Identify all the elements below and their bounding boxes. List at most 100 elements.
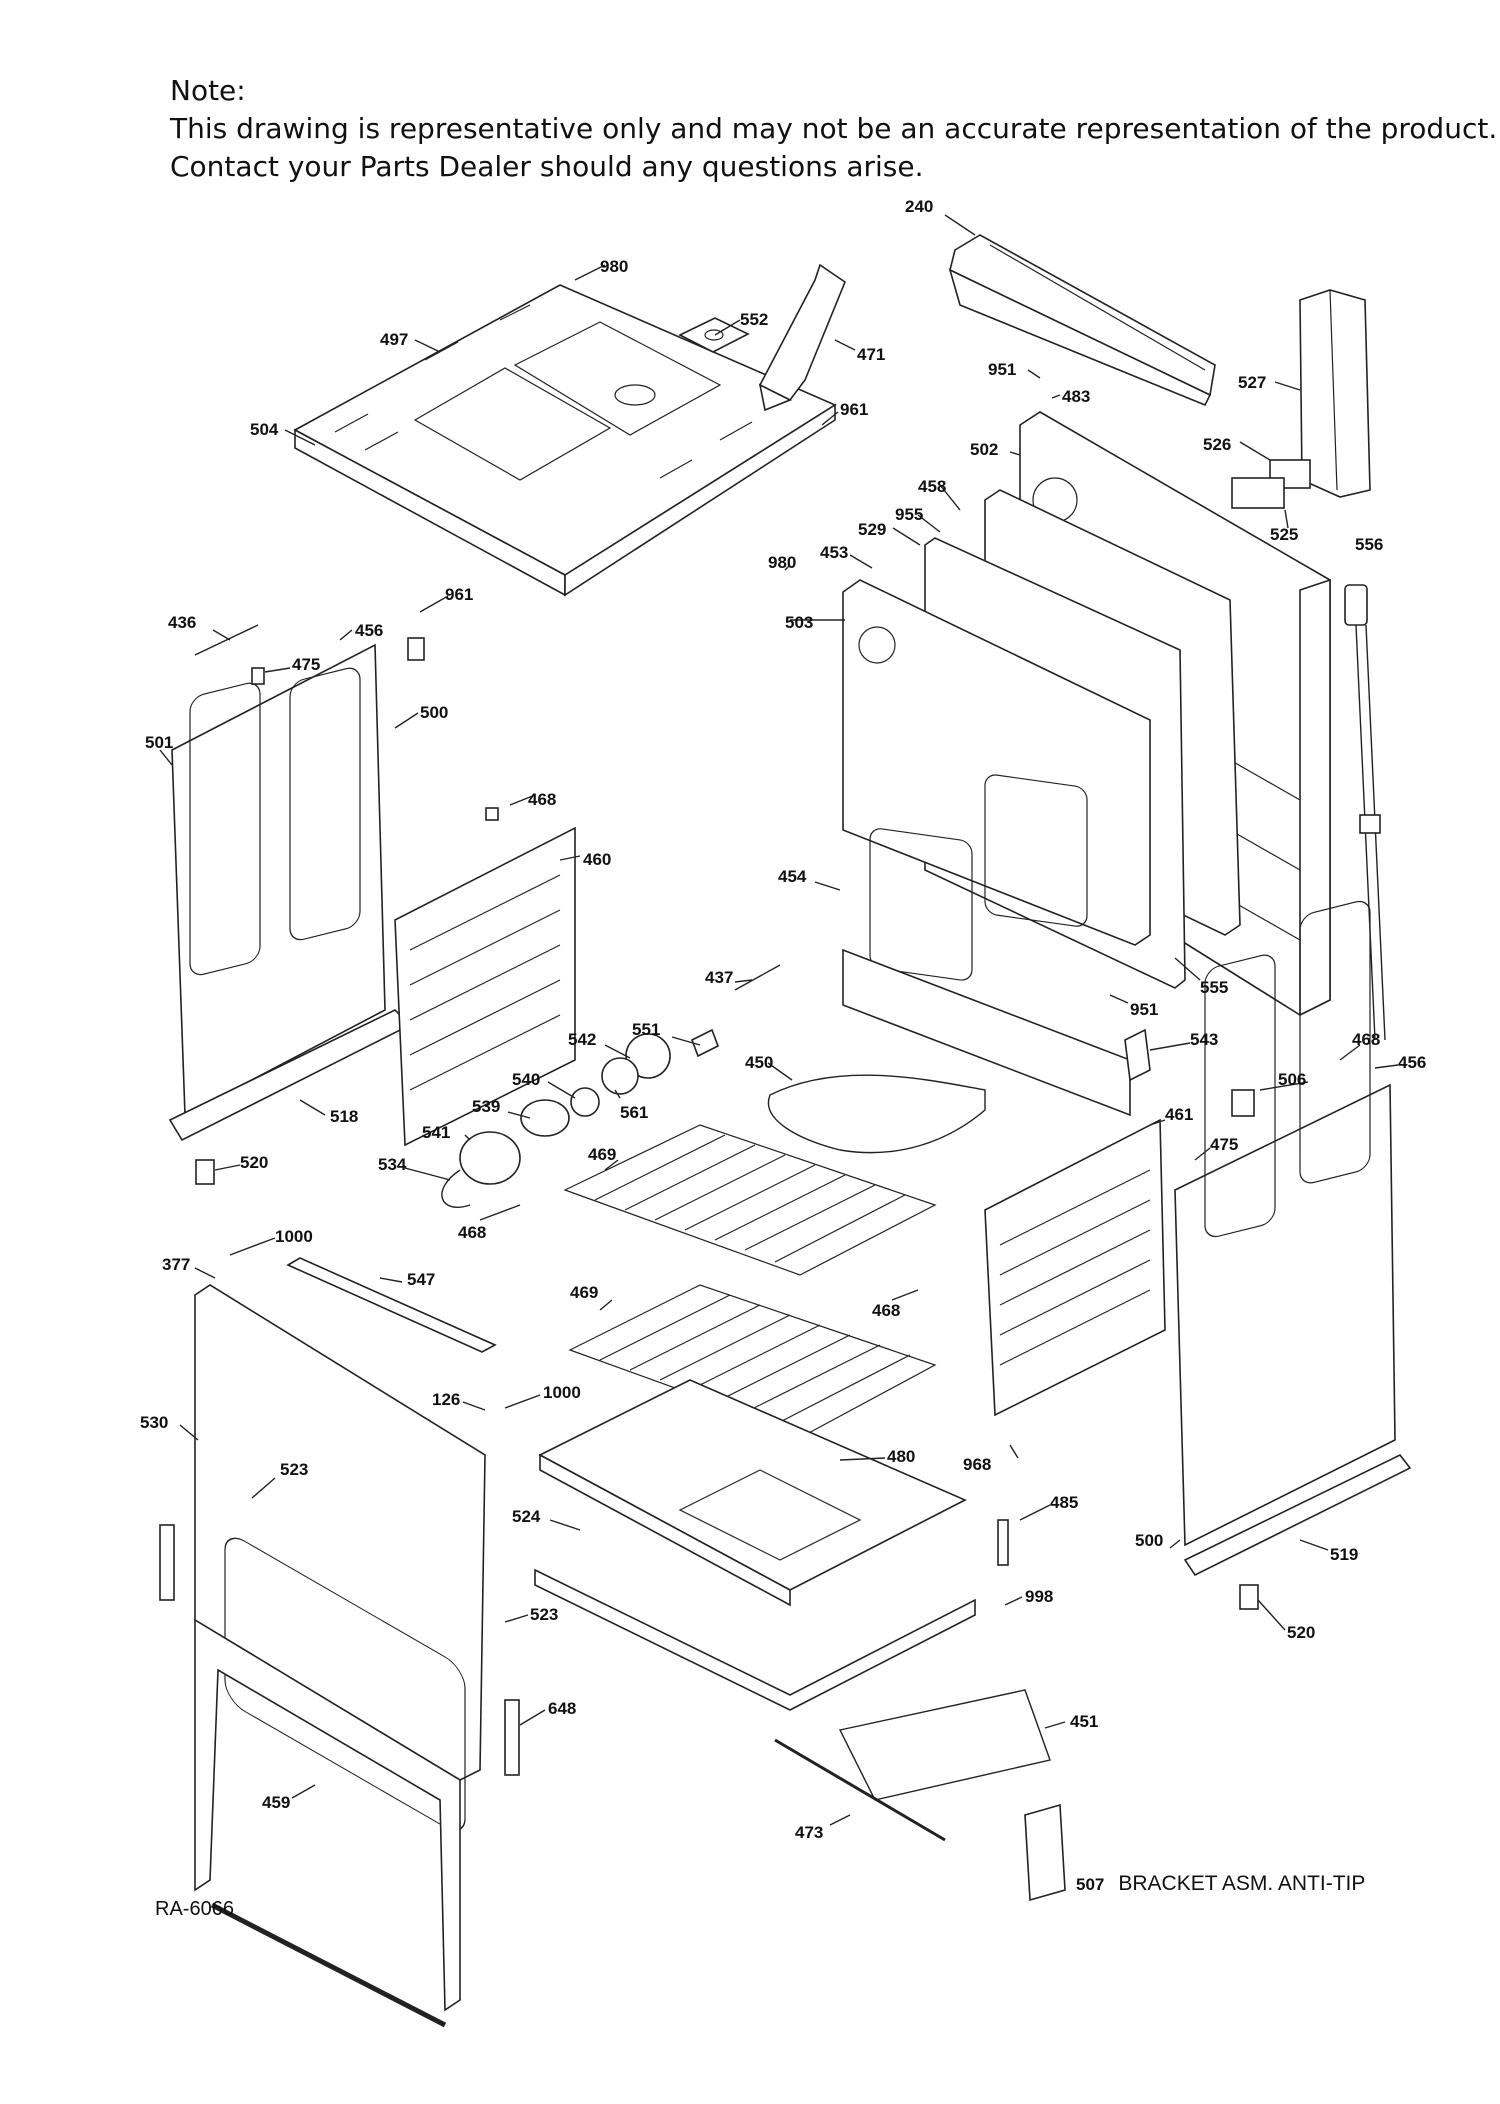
part-label-437: 437 xyxy=(705,968,733,987)
socket-540-drawing xyxy=(570,1087,600,1117)
oven-rack-lower-drawing xyxy=(568,1284,937,1436)
part-label-469-b: 469 xyxy=(570,1283,598,1302)
part-label-519: 519 xyxy=(1330,1545,1358,1564)
note-line-2: Contact your Parts Dealer should any que… xyxy=(170,150,924,183)
part-label-469: 469 xyxy=(588,1145,616,1164)
wire-534-drawing xyxy=(441,1169,471,1208)
note-heading: Note: xyxy=(170,74,246,107)
part-label-561: 561 xyxy=(620,1103,648,1122)
vent-trim-drawing xyxy=(948,234,1216,407)
left-side-panel-drawing xyxy=(171,643,386,1117)
part-label-518: 518 xyxy=(330,1107,358,1126)
part-label-955: 955 xyxy=(895,505,923,524)
part-label-529: 529 xyxy=(858,520,886,539)
part-label-504: 504 xyxy=(250,420,279,439)
part-label-520: 520 xyxy=(240,1153,268,1172)
part-label-461: 461 xyxy=(1165,1105,1193,1124)
part-label-450: 450 xyxy=(745,1053,773,1072)
part-label-648: 648 xyxy=(548,1699,576,1718)
part-label-1000-b: 1000 xyxy=(543,1383,581,1402)
insulation-454-drawing xyxy=(842,948,1131,1117)
part-label-468: 468 xyxy=(528,790,556,809)
part-label-543: 543 xyxy=(1190,1030,1218,1049)
lens-541-drawing xyxy=(459,1131,521,1185)
pad-hole xyxy=(704,329,724,341)
part-label-502: 502 xyxy=(970,440,998,459)
part-label-468-b: 468 xyxy=(1352,1030,1380,1049)
rail-519-drawing xyxy=(1183,1453,1412,1577)
drawer-480-drawing xyxy=(538,1379,967,1607)
part-label-961: 961 xyxy=(840,400,868,419)
note-line-1: This drawing is representative only and … xyxy=(170,112,1498,145)
diagram-code: RA-6066 xyxy=(155,1898,234,1920)
drawer-bottom-524-drawing xyxy=(534,1568,976,1711)
part-485-drawing xyxy=(997,1519,1009,1566)
rod-437-drawing xyxy=(734,964,781,991)
part-label-500: 500 xyxy=(420,703,448,722)
part-label-458: 458 xyxy=(918,477,946,496)
part-label-506: 506 xyxy=(1278,1070,1306,1089)
disclaimer-note: Note: This drawing is representative onl… xyxy=(170,72,1497,186)
rack-guide-left-drawing xyxy=(394,826,576,1147)
part-label-551: 551 xyxy=(632,1020,660,1039)
power-cord-556-drawing xyxy=(1344,584,1386,1041)
bracket-543-drawing xyxy=(1124,1028,1151,1082)
part-label-501: 501 xyxy=(145,733,173,752)
part-label-961-b: 961 xyxy=(445,585,473,604)
part-475-clip xyxy=(251,667,265,685)
part-961-block xyxy=(407,637,425,661)
right-side-panel-drawing xyxy=(1174,900,1396,1547)
part-label-454: 454 xyxy=(778,867,807,886)
duct-471-base xyxy=(758,383,792,412)
part-label-547: 547 xyxy=(407,1270,435,1289)
broil-element-451-drawing xyxy=(838,1689,1051,1801)
part-label-468-d: 468 xyxy=(872,1301,900,1320)
hinge-648-drawing xyxy=(504,1699,520,1776)
part-label-240: 240 xyxy=(905,197,933,216)
part-label-998: 998 xyxy=(1025,1587,1053,1606)
part-label-968: 968 xyxy=(963,1455,991,1474)
part-label-459: 459 xyxy=(262,1793,290,1812)
part-label-980: 980 xyxy=(600,257,628,276)
front-frame-drawing xyxy=(194,1284,486,2012)
part-label-453: 453 xyxy=(820,543,848,562)
part-label-527: 527 xyxy=(1238,373,1266,392)
part-number-labels: 240 980 552 471 497 961 504 951 483 527 … xyxy=(140,197,1426,1842)
part-label-471: 471 xyxy=(857,345,885,364)
part-label-456: 456 xyxy=(355,621,383,640)
part-label-503: 503 xyxy=(785,613,813,632)
part-label-542: 542 xyxy=(568,1030,596,1049)
part-label-460: 460 xyxy=(583,850,611,869)
part-label-951: 951 xyxy=(988,360,1016,379)
part-label-526: 526 xyxy=(1203,435,1231,454)
hinge-left-drawing xyxy=(159,1524,175,1601)
oven-rack-upper-drawing xyxy=(563,1124,937,1276)
gasket-459-drawing xyxy=(210,1902,447,2028)
part-label-530: 530 xyxy=(140,1413,168,1432)
part-label-523: 523 xyxy=(280,1460,308,1479)
part-label-497: 497 xyxy=(380,330,408,349)
rack-guide-right-drawing xyxy=(984,1118,1166,1417)
part-label-556: 556 xyxy=(1355,535,1383,554)
strip-547-drawing xyxy=(286,1257,497,1353)
leveler-520-drawing xyxy=(195,1159,215,1185)
bake-element-450-drawing xyxy=(767,1074,986,1154)
part-label-475: 475 xyxy=(292,655,320,674)
part-label-500-b: 500 xyxy=(1135,1531,1163,1550)
part-label-468-c: 468 xyxy=(458,1223,486,1242)
part-label-523-b: 523 xyxy=(530,1605,558,1624)
part-label-126: 126 xyxy=(432,1390,460,1409)
leveler-520b-drawing xyxy=(1239,1584,1259,1610)
oven-cavity-front-drawing xyxy=(842,579,1151,981)
part-label-534: 534 xyxy=(378,1155,407,1174)
part-label-436: 436 xyxy=(168,613,196,632)
rail-473-drawing xyxy=(774,1738,946,1842)
terminal-bracket-525-drawing xyxy=(1231,477,1285,509)
part-551-drawing xyxy=(690,1028,720,1058)
part-label-555: 555 xyxy=(1200,978,1228,997)
part-label-473: 473 xyxy=(795,1823,823,1842)
anti-tip-bracket-drawing xyxy=(1024,1803,1066,1902)
part-label-1000: 1000 xyxy=(275,1227,313,1246)
